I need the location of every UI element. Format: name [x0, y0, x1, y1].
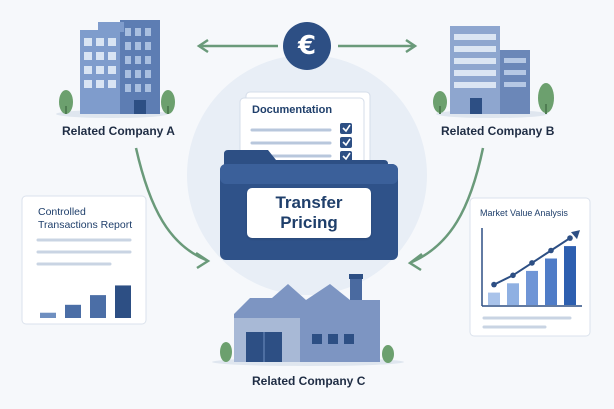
controlled-transactions-title: Controlled Transactions Report [38, 206, 132, 232]
arrow-a-to-c-head [195, 251, 211, 270]
euro-icon [283, 22, 331, 70]
trend-point [491, 281, 497, 288]
right-card-bar [545, 258, 557, 305]
left-card-bars [40, 285, 131, 318]
controlled-transactions-title-line-2: Transactions Report [38, 219, 133, 231]
controlled-transactions-card [21, 195, 147, 325]
right-card-bar [564, 246, 576, 305]
transfer-pricing-line-2: Pricing [280, 213, 338, 232]
company-c-label: Related Company C [252, 374, 366, 388]
trend-point [529, 260, 535, 266]
arrow-b-to-c-head [407, 253, 423, 272]
right-card-bars [488, 230, 580, 305]
transfer-pricing-label: Transfer Pricing [247, 188, 371, 238]
left-card-bar [65, 304, 81, 318]
trend-point [567, 235, 573, 241]
market-value-card [469, 197, 591, 337]
right-card-bar [507, 283, 519, 305]
building-b-icon [433, 26, 554, 118]
trend-point [548, 247, 554, 254]
controlled-transactions-title-line-1: Controlled [38, 206, 86, 218]
euro-symbol: € [297, 31, 317, 61]
trend-point [510, 272, 516, 279]
right-card-bar [526, 270, 538, 305]
company-b-label: Related Company B [441, 124, 555, 138]
arrow-a-to-c [134, 147, 207, 262]
documentation-title: Documentation [252, 104, 333, 116]
trend-arrow-icon [571, 230, 580, 240]
transfer-pricing-line-1: Transfer [275, 193, 343, 212]
company-a-label: Related Company A [62, 124, 175, 138]
left-card-bar [90, 295, 106, 318]
arrow-euro-to-b-head [405, 38, 418, 54]
curved-arrows [134, 147, 485, 272]
right-card-bar [488, 292, 500, 305]
arrow-b-to-c [411, 147, 485, 264]
left-card-bar [115, 285, 131, 318]
arrow-euro-to-a-head [196, 38, 209, 54]
top-arrows [196, 38, 418, 54]
building-a-icon [56, 20, 175, 118]
factory-c-icon [212, 274, 404, 366]
left-card-bar [40, 312, 56, 318]
market-value-title: Market Value Analysis [480, 208, 568, 218]
checkbox-icon [340, 123, 352, 162]
